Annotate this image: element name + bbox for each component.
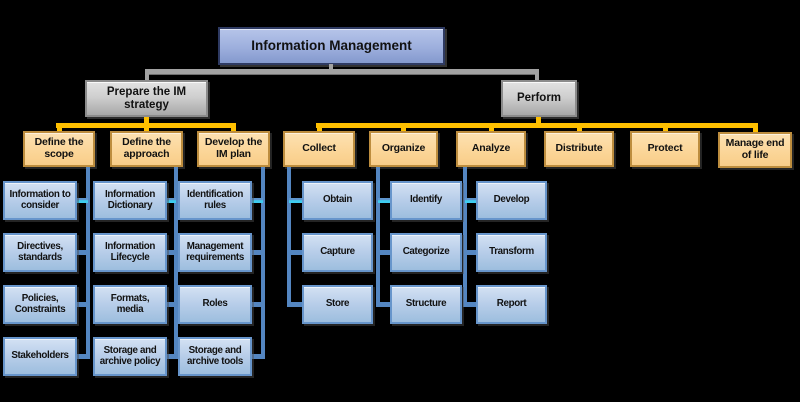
connector-orange-perform-stub bbox=[536, 117, 541, 124]
connector-orange-stub-implan bbox=[231, 127, 236, 132]
node-directives-standards: Directives, standards bbox=[3, 233, 77, 272]
node-information-to-consider: Information to consider bbox=[3, 181, 77, 220]
connector-stub-scope-r4 bbox=[77, 354, 88, 359]
node-capture: Capture bbox=[302, 233, 373, 272]
connector-orange-stub-protect bbox=[663, 127, 668, 132]
connector-stub-implan-r3 bbox=[252, 302, 263, 307]
node-collect: Collect bbox=[283, 131, 355, 167]
node-prepare-im-strategy: Prepare the IM strategy bbox=[85, 80, 208, 117]
node-identification-rules: Identification rules bbox=[178, 181, 252, 220]
connector-stub-implan-r2 bbox=[252, 250, 263, 255]
connector-stub-organize-r1 bbox=[378, 198, 390, 203]
node-distribute: Distribute bbox=[544, 131, 614, 167]
connector-stub-approach-r3 bbox=[167, 302, 176, 307]
connector-stub-scope-r2 bbox=[77, 250, 88, 255]
node-storage-archive-policy: Storage and archive policy bbox=[93, 337, 167, 376]
node-analyze: Analyze bbox=[456, 131, 526, 167]
node-categorize: Categorize bbox=[390, 233, 462, 272]
connector-stub-implan-r4 bbox=[252, 354, 263, 359]
node-manage-end-of-life: Manage end of life bbox=[718, 132, 792, 168]
node-formats-media: Formats, media bbox=[93, 285, 167, 324]
node-stakeholders: Stakeholders bbox=[3, 337, 77, 376]
connector-stub-scope-r1 bbox=[77, 198, 88, 203]
node-obtain: Obtain bbox=[302, 181, 373, 220]
connector-blue-vline-organize bbox=[376, 167, 380, 307]
node-perform: Perform bbox=[501, 80, 577, 117]
node-define-the-approach: Define the approach bbox=[110, 131, 183, 167]
connector-blue-vline-collect bbox=[287, 167, 291, 307]
connector-orange-prepare-stub bbox=[144, 117, 149, 124]
node-roles: Roles bbox=[178, 285, 252, 324]
node-define-the-scope: Define the scope bbox=[23, 131, 95, 167]
connector-gray-stub-prepare bbox=[145, 73, 149, 81]
connector-gray-hline bbox=[145, 69, 539, 74]
connector-stub-analyze-r1 bbox=[465, 198, 476, 203]
connector-blue-vline-implan bbox=[261, 167, 265, 359]
connector-stub-organize-r2 bbox=[378, 250, 390, 255]
connector-stub-organize-r3 bbox=[378, 302, 390, 307]
node-store: Store bbox=[302, 285, 373, 324]
connector-orange-stub-distribute bbox=[577, 127, 582, 132]
connector-orange-stub-collect bbox=[317, 127, 322, 132]
connector-orange-hline-right bbox=[316, 123, 758, 128]
node-policies-constraints: Policies, Constraints bbox=[3, 285, 77, 324]
node-develop-the-im-plan: Develop the IM plan bbox=[197, 131, 270, 167]
node-storage-archive-tools: Storage and archive tools bbox=[178, 337, 252, 376]
connector-stub-collect-r1 bbox=[289, 198, 302, 203]
connector-orange-stub-scope bbox=[57, 127, 62, 132]
connector-stub-collect-r3 bbox=[289, 302, 302, 307]
node-identify: Identify bbox=[390, 181, 462, 220]
connector-orange-stub-manage bbox=[753, 127, 758, 132]
connector-gray-root-stub bbox=[329, 64, 333, 70]
connector-stub-scope-r3 bbox=[77, 302, 88, 307]
connector-stub-implan-r1 bbox=[252, 198, 263, 203]
node-management-requirements: Management requirements bbox=[178, 233, 252, 272]
connector-stub-approach-r4 bbox=[167, 354, 176, 359]
node-develop: Develop bbox=[476, 181, 547, 220]
node-report: Report bbox=[476, 285, 547, 324]
node-structure: Structure bbox=[390, 285, 462, 324]
connector-orange-stub-approach bbox=[144, 127, 149, 132]
node-information-dictionary: Information Dictionary bbox=[93, 181, 167, 220]
node-organize: Organize bbox=[369, 131, 438, 167]
connector-stub-analyze-r2 bbox=[465, 250, 476, 255]
connector-stub-approach-r1 bbox=[167, 198, 176, 203]
node-transform: Transform bbox=[476, 233, 547, 272]
connector-gray-stub-perform bbox=[535, 73, 539, 81]
connector-stub-approach-r2 bbox=[167, 250, 176, 255]
connector-stub-collect-r2 bbox=[289, 250, 302, 255]
node-information-lifecycle: Information Lifecycle bbox=[93, 233, 167, 272]
connector-blue-vline-approach bbox=[174, 167, 178, 359]
connector-blue-vline-scope bbox=[86, 167, 90, 359]
node-information-management: Information Management bbox=[218, 27, 445, 65]
connector-orange-stub-organize bbox=[401, 127, 406, 132]
connector-orange-stub-analyze bbox=[489, 127, 494, 132]
connector-stub-analyze-r3 bbox=[465, 302, 476, 307]
connector-orange-hline-left bbox=[56, 123, 236, 128]
connector-blue-vline-analyze bbox=[463, 167, 467, 307]
node-protect: Protect bbox=[630, 131, 700, 167]
